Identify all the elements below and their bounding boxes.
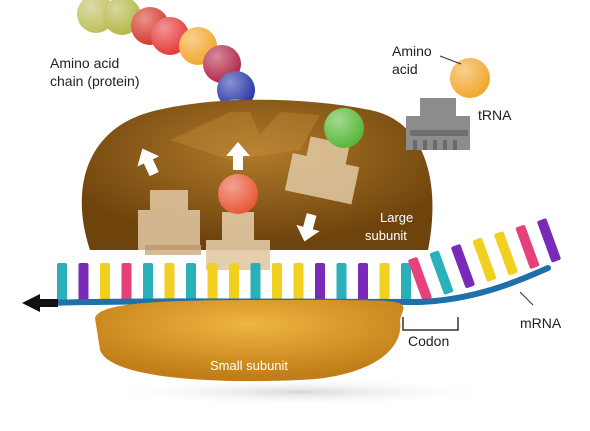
codon-label: Codon (408, 333, 449, 349)
mrna-direction-arrow (22, 294, 40, 312)
free-amino-acid-shine (450, 58, 490, 98)
amino-chain-label-line2: chain (protein) (50, 73, 140, 89)
small-subunit (95, 300, 404, 382)
mrna-base-19 (429, 250, 454, 295)
trna-center (206, 212, 270, 270)
amino-acid-pointer (439, 55, 462, 65)
arrow-down-right (296, 213, 320, 242)
mrna-base-11 (272, 263, 282, 303)
mrna-base-7 (186, 263, 196, 303)
mrna-base-15 (358, 263, 368, 303)
floor-shadow (100, 378, 500, 406)
mrna-base-20 (451, 244, 475, 288)
mrna-base-12 (293, 263, 304, 303)
codon-bracket (402, 317, 459, 331)
amino-chain-label-line1: Amino acid (50, 55, 119, 71)
mrna-base-24 (537, 218, 561, 263)
large-subunit-label-line1: Large (380, 210, 413, 225)
mrna-base-18 (408, 257, 432, 301)
mrna-base-23 (515, 225, 540, 269)
mrna-base-8 (207, 263, 218, 303)
mrna-label: mRNA (520, 315, 562, 331)
mrna-base-17 (401, 263, 411, 303)
large-subunit-highlight (170, 112, 320, 160)
mrna-base-14 (336, 263, 347, 303)
large-subunit-label-line2: subunit (365, 228, 407, 243)
mrna-base-1 (57, 263, 67, 303)
ribosome-amino-acid-2-shine (324, 108, 364, 148)
amino-acid-label-line2: acid (392, 61, 418, 77)
trna-right (284, 136, 360, 205)
trna-left (138, 190, 201, 255)
mrna-base-6 (164, 263, 175, 303)
mrna-base-4 (121, 263, 132, 303)
mrna-base-10 (250, 263, 261, 303)
mrna-base-2 (78, 263, 89, 303)
trna-label: tRNA (478, 107, 512, 123)
mrna-pointer (519, 291, 534, 306)
small-subunit-label: Small subunit (210, 358, 288, 373)
mrna-base-5 (143, 263, 153, 303)
mrna-bases (57, 218, 561, 303)
amino-acid-bead-7-shine (217, 71, 255, 109)
mrna-base-9 (229, 263, 239, 303)
ribosome-amino-acid-1-shine (218, 174, 258, 214)
mrna-direction-arrow-shaft (38, 299, 58, 307)
arrow-up-center (226, 142, 250, 170)
free-trna (406, 98, 470, 150)
mrna-base-3 (100, 263, 110, 303)
mrna-base-16 (379, 263, 390, 303)
arrow-up-left (137, 148, 160, 177)
ribosome-amino-acids (218, 108, 364, 214)
mrna-base-21 (472, 237, 497, 282)
mrna-base-22 (494, 231, 518, 276)
amino-acid-label-line1: Amino (392, 43, 432, 59)
mrna-base-13 (315, 263, 325, 303)
